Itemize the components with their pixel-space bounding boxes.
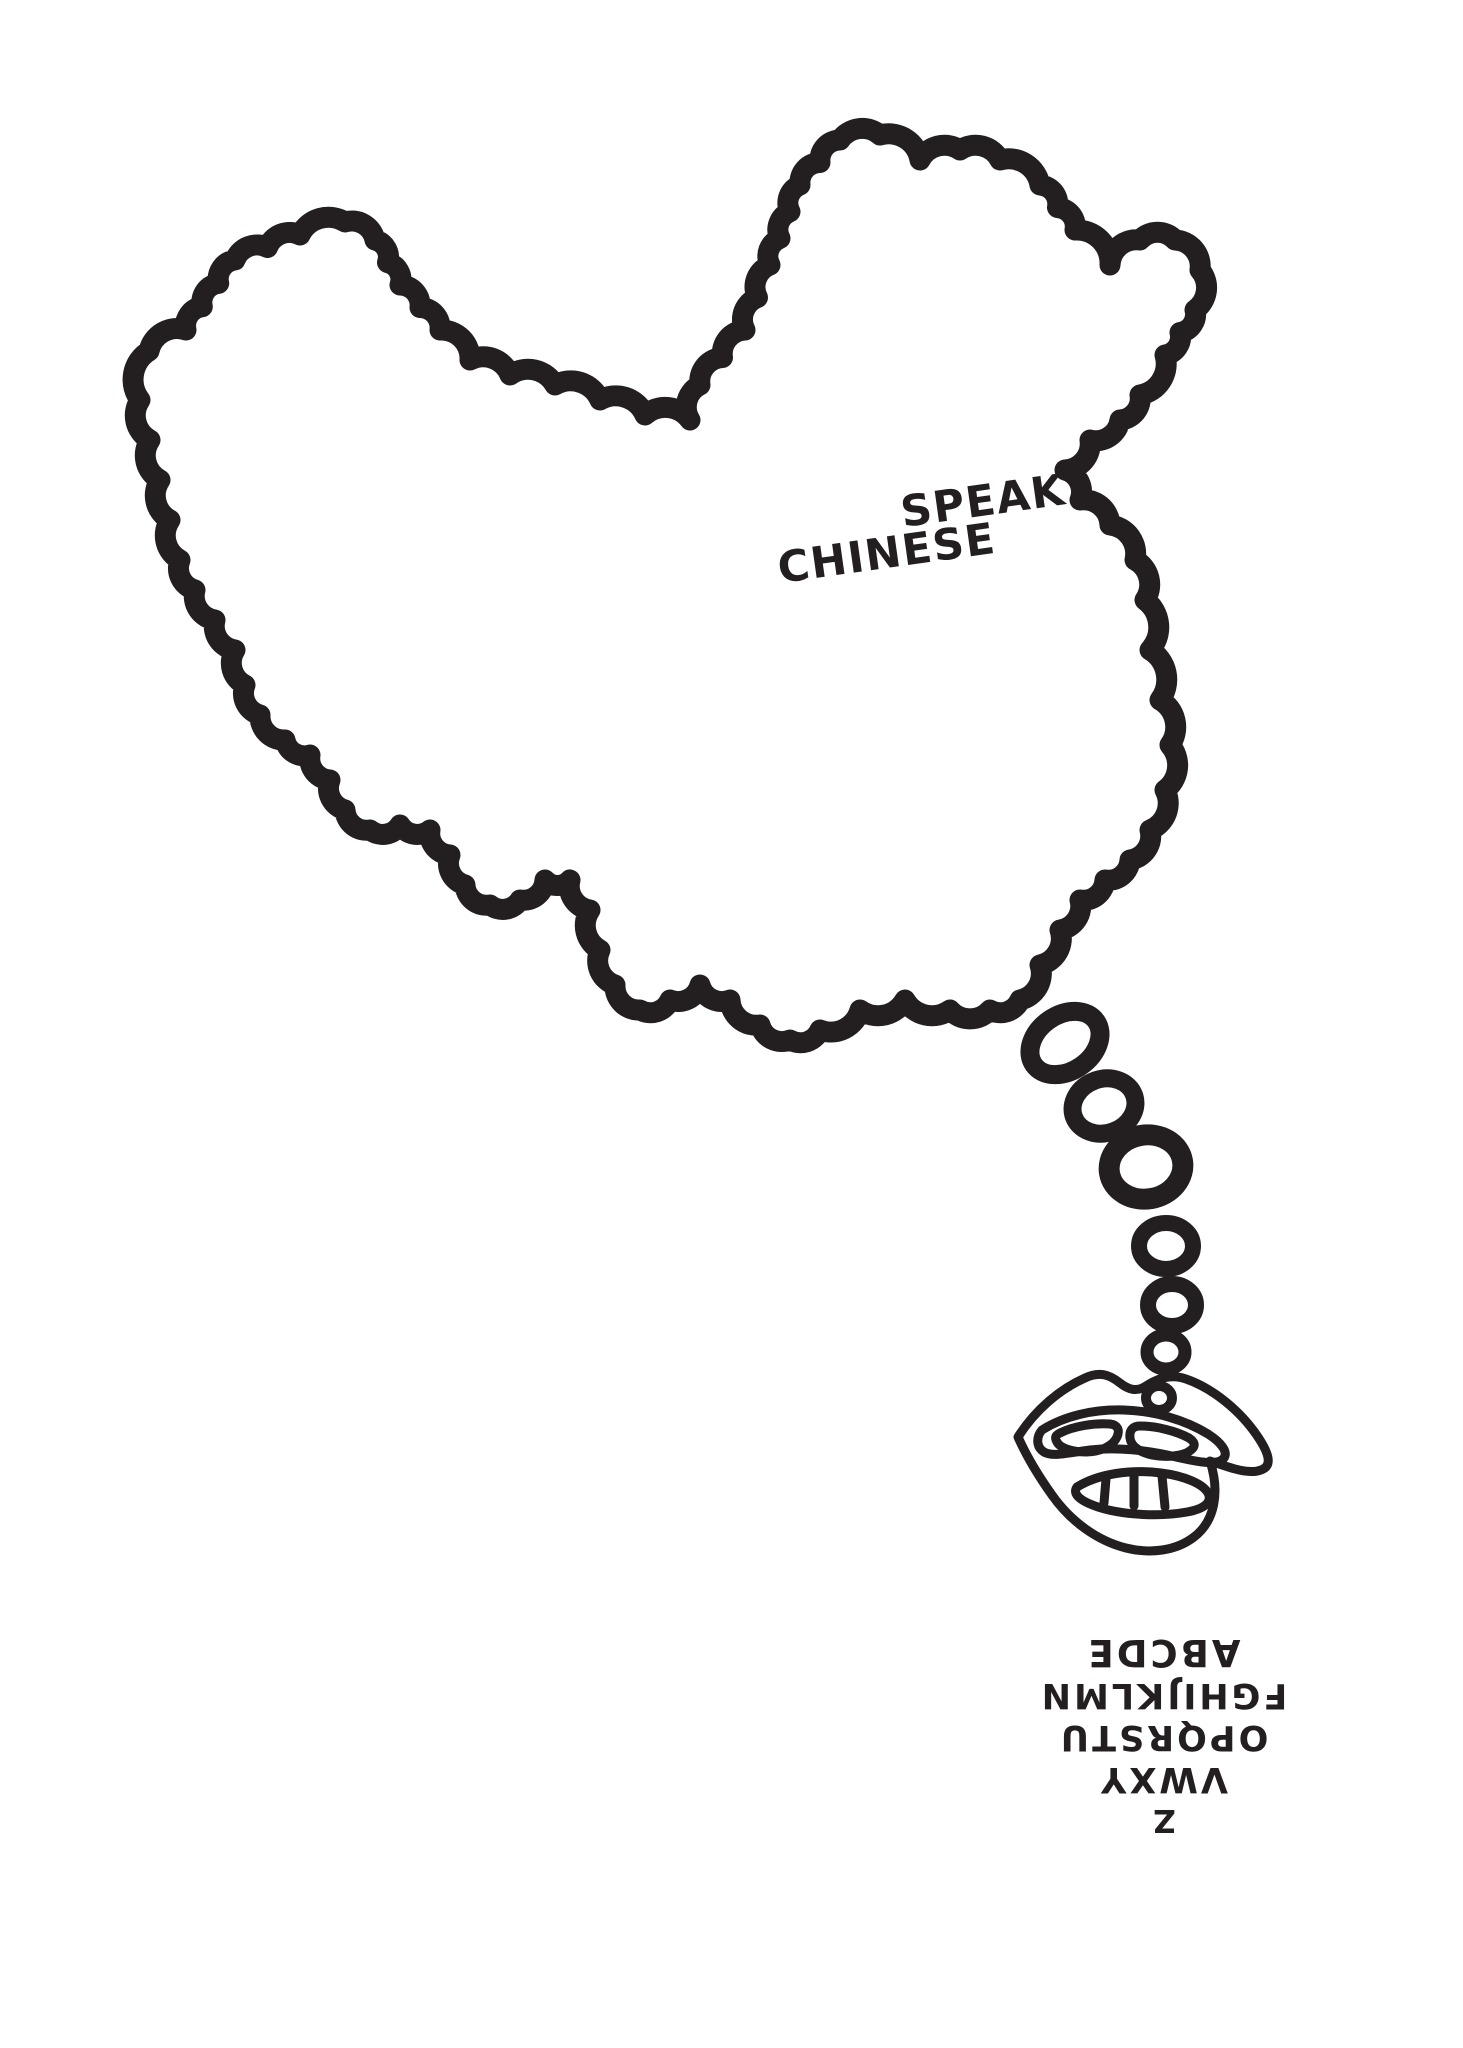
alphabet-row-fghijklmn: FGHIJKLMN bbox=[1039, 1675, 1288, 1715]
bubble-7 bbox=[1141, 1381, 1177, 1415]
bubble-5 bbox=[1140, 1276, 1204, 1334]
alphabet-row-vwxy: VWXY bbox=[1098, 1759, 1228, 1799]
alphabet-row-abcde: ABCDE bbox=[1086, 1631, 1241, 1674]
bubble-3 bbox=[1098, 1124, 1194, 1210]
bubble-2 bbox=[1063, 1069, 1145, 1143]
bubble-6 bbox=[1140, 1328, 1192, 1376]
speech-bubble-trail bbox=[1020, 1001, 1204, 1415]
open-mouth-illustration bbox=[1013, 1369, 1273, 1556]
upper-tooth-right bbox=[1125, 1421, 1199, 1461]
lower-teeth-divider-3 bbox=[1157, 1471, 1170, 1512]
lower-teeth-strip bbox=[1071, 1467, 1214, 1520]
mouth-opening bbox=[1033, 1405, 1230, 1468]
bubble-1 bbox=[1020, 1001, 1110, 1085]
china-map-scalloped-border bbox=[122, 117, 1218, 1054]
alphabet-row-opqrstu: OPQRSTU bbox=[1058, 1717, 1269, 1757]
alphabet-row-z: Z bbox=[1150, 1802, 1175, 1838]
bubble-4 bbox=[1131, 1215, 1201, 1277]
upside-down-alphabet: Z VWXY OPQRSTU FGHIJKLMN ABCDE bbox=[1039, 1631, 1288, 1838]
lower-teeth-divider-1 bbox=[1099, 1474, 1111, 1508]
upper-tooth-left bbox=[1051, 1419, 1123, 1457]
lips-outline bbox=[1013, 1369, 1273, 1556]
